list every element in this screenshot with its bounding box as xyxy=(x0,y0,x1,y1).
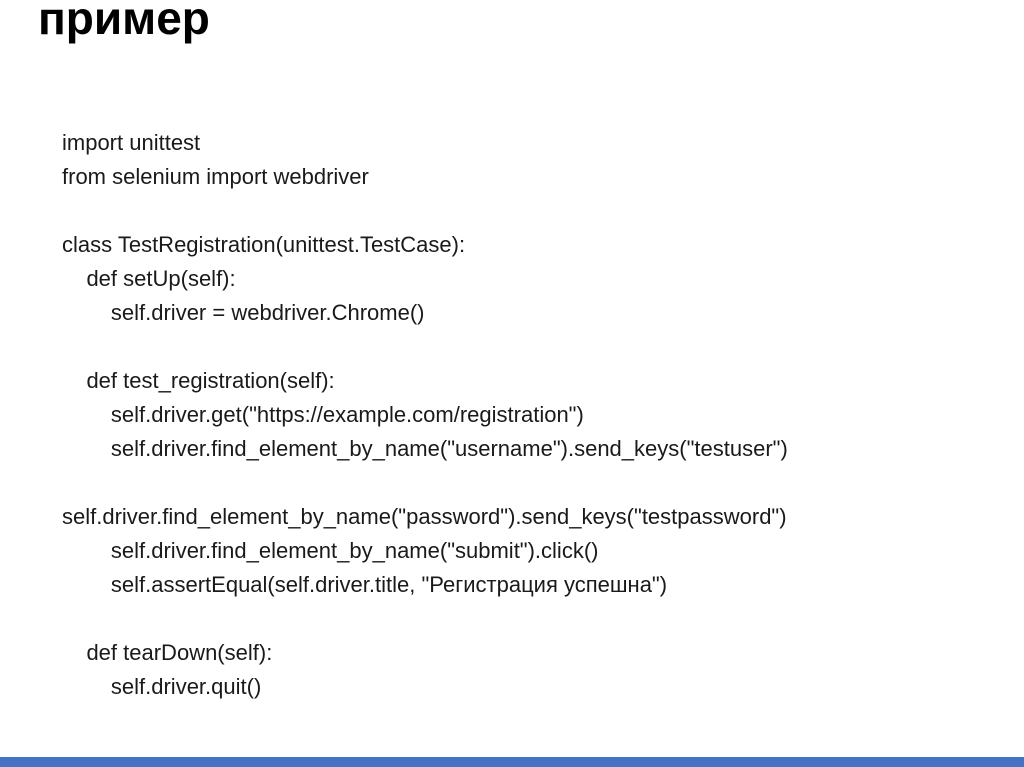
code-line: self.assertEqual(self.driver.title, "Рег… xyxy=(62,572,668,597)
code-line xyxy=(62,602,1014,636)
code-line: self.driver.get("https://example.com/reg… xyxy=(62,402,584,427)
code-line: import unittest xyxy=(62,130,201,155)
code-line: from selenium import webdriver xyxy=(62,164,369,189)
code-line: class TestRegistration(unittest.TestCase… xyxy=(62,232,466,257)
code-line xyxy=(62,466,1014,500)
bottom-accent-bar xyxy=(0,757,1024,767)
code-line: def tearDown(self): xyxy=(62,640,273,665)
code-block: import unittest from selenium import webd… xyxy=(62,126,1014,704)
code-line xyxy=(62,194,1014,228)
code-line: self.driver.find_element_by_name("passwo… xyxy=(62,504,787,529)
code-line: self.driver = webdriver.Chrome() xyxy=(62,300,425,325)
code-line: self.driver.quit() xyxy=(62,674,262,699)
code-line: def test_registration(self): xyxy=(62,368,335,393)
code-line: self.driver.find_element_by_name("submit… xyxy=(62,538,599,563)
code-line: self.driver.find_element_by_name("userna… xyxy=(62,436,788,461)
slide-title: пример xyxy=(38,0,210,44)
code-line xyxy=(62,330,1014,364)
code-line: def setUp(self): xyxy=(62,266,236,291)
